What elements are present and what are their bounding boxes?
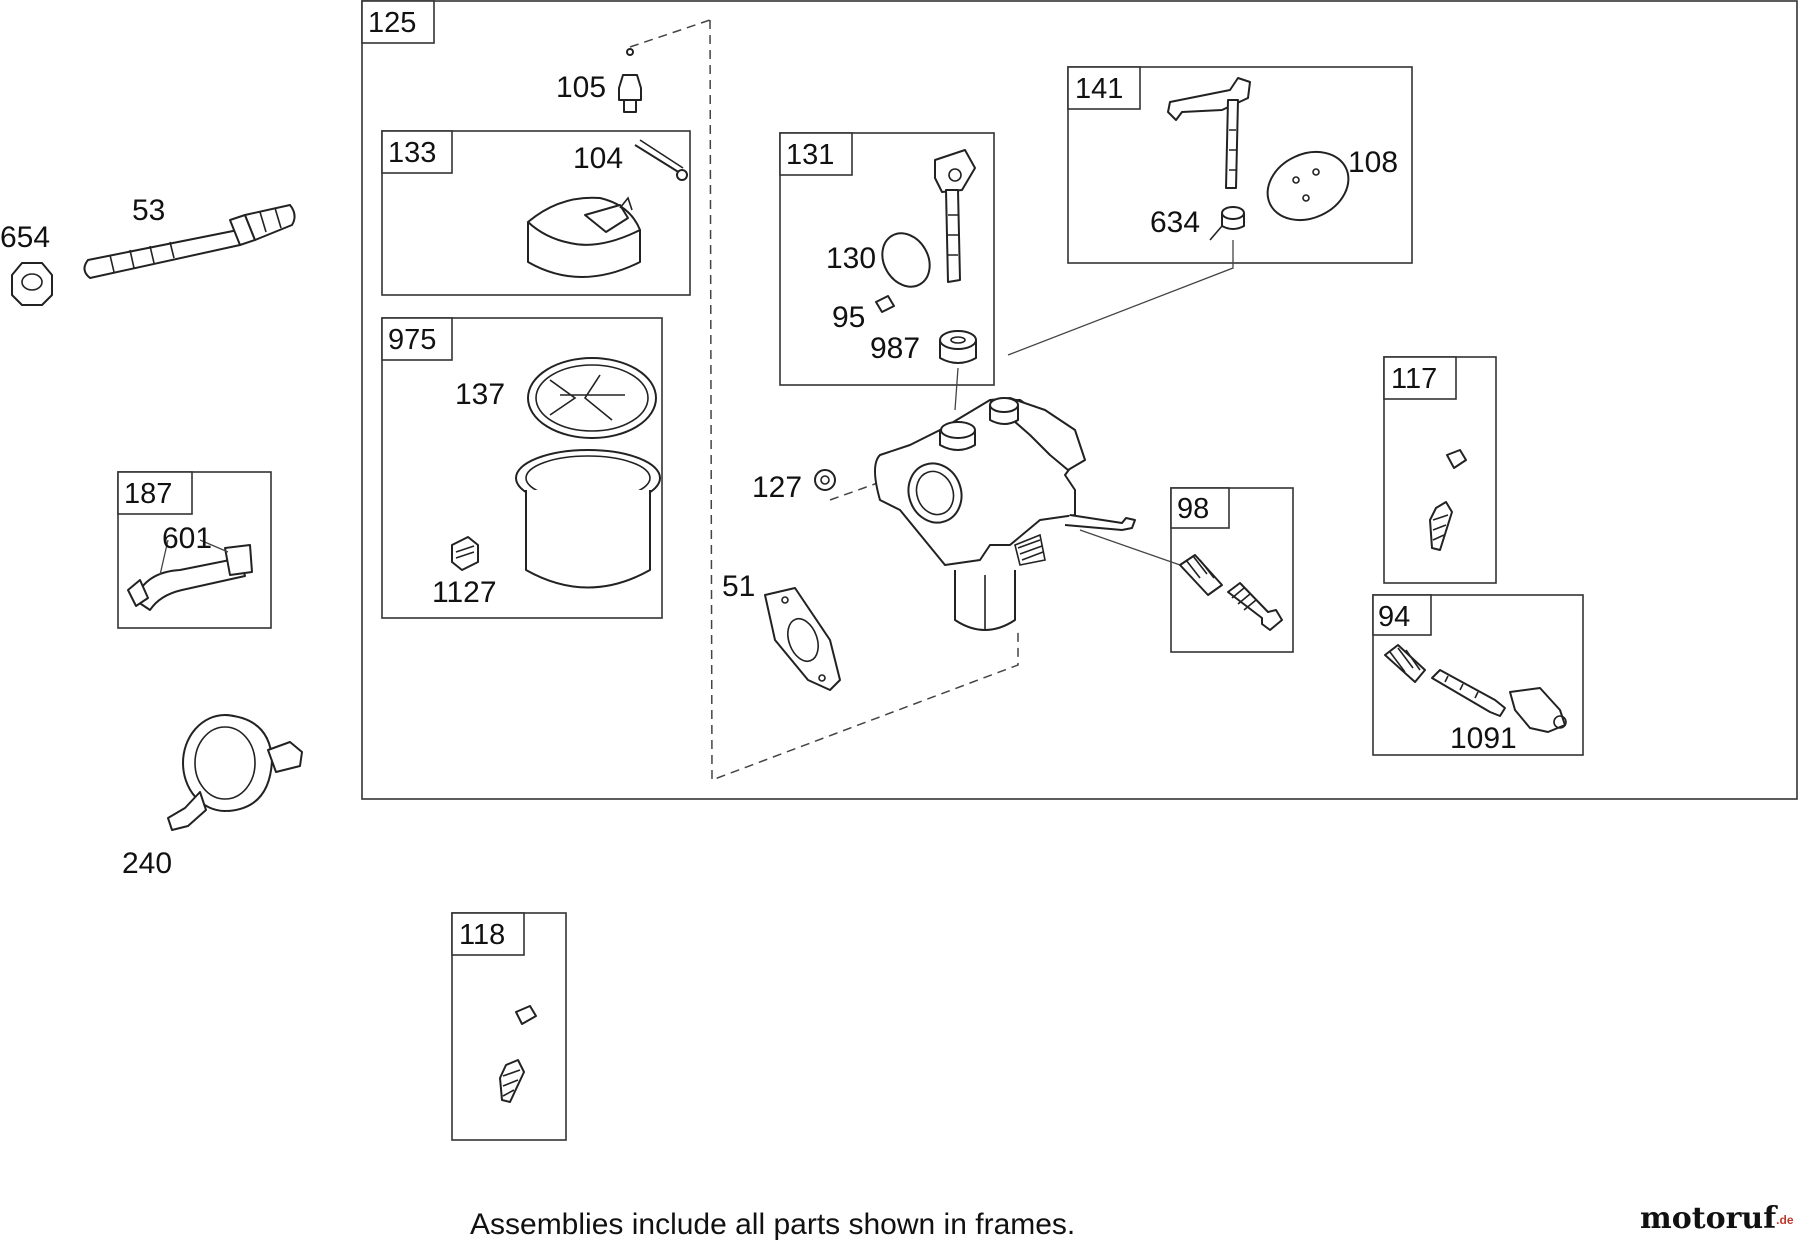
assembly-frame-98: 98 [1170,487,1294,653]
brand-logo: motoruf.de [1640,1201,1794,1236]
part-label-105: 105 [556,71,606,104]
frame-label-98: 98 [1177,493,1209,525]
part-label-95: 95 [832,301,865,334]
part-label-137: 137 [455,378,505,411]
frame-label-133: 133 [388,137,436,169]
leader-131 [954,367,959,411]
part-label-987: 987 [870,332,920,365]
part-label-1127: 1127 [432,576,497,609]
footer-note: Assemblies include all parts shown in fr… [470,1208,1075,1241]
frame-label-118: 118 [459,919,505,951]
part-label-127: 127 [752,471,802,504]
frame-label-141: 141 [1075,73,1123,105]
fuel-filter-240-drawing [167,714,303,831]
float-drawing [527,139,688,278]
choke-spring-drawing [1209,206,1245,241]
assembly-frame-125: 125 [361,0,1798,800]
seal-987-drawing [939,330,977,364]
idle-screw-drawing [1079,529,1283,631]
assembly-frame-133: 133 [381,130,691,296]
brand-suffix: .de [1776,1213,1794,1227]
assembly-frame-94: 94 [1372,594,1584,756]
part-label-130: 130 [826,242,876,275]
fuel-bowl-drawing [515,449,661,589]
part-label-108: 108 [1348,146,1398,179]
assembly-frame-131: 131 [779,132,995,386]
fitting-53-drawing [83,204,296,279]
assembly-frame-975: 975 [381,317,663,619]
washer-127-drawing [814,469,836,491]
needle-seat-drawing [618,19,711,113]
part-label-1091: 1091 [1450,722,1517,755]
dashed-boundary [709,19,1019,782]
leader-141 [1007,240,1234,356]
assembly-frame-118: 118 [451,912,567,1141]
frame-label-117: 117 [1391,363,1437,395]
brand-name: motoruf [1640,1201,1778,1236]
part-label-104: 104 [573,142,623,175]
jet-117-drawing [1429,449,1467,551]
part-label-634: 634 [1150,206,1200,239]
frame-label-187: 187 [124,478,172,510]
part-label-51: 51 [722,570,755,603]
gasket-51-drawing [764,587,841,691]
throttle-plate-drawing [881,232,931,288]
choke-plate-drawing [1266,150,1350,222]
throttle-shaft-drawing [934,149,976,283]
fuel-line-601-drawing [127,539,253,611]
part-label-654: 654 [0,221,50,254]
nut-654-drawing [11,262,53,306]
assembly-frame-117: 117 [1383,356,1497,584]
jet-118-drawing [499,1005,537,1103]
part-label-240: 240 [122,847,172,880]
frame-label-975: 975 [388,324,436,356]
choke-shaft-drawing [1167,77,1251,189]
assembly-frame-187: 187 [117,471,272,629]
assembly-frame-141: 141 [1067,66,1413,264]
bowl-gasket-drawing [527,357,657,439]
mixture-screw-drawing [1384,644,1567,733]
bowl-screw-drawing [451,536,479,571]
carburetor-body-drawing [874,397,1136,631]
part-label-53: 53 [132,194,165,227]
part-label-601: 601 [162,522,212,555]
throttle-screw-drawing [875,295,895,313]
frame-label-131: 131 [786,139,834,171]
frame-label-125: 125 [368,7,416,39]
frame-label-94: 94 [1378,601,1410,633]
